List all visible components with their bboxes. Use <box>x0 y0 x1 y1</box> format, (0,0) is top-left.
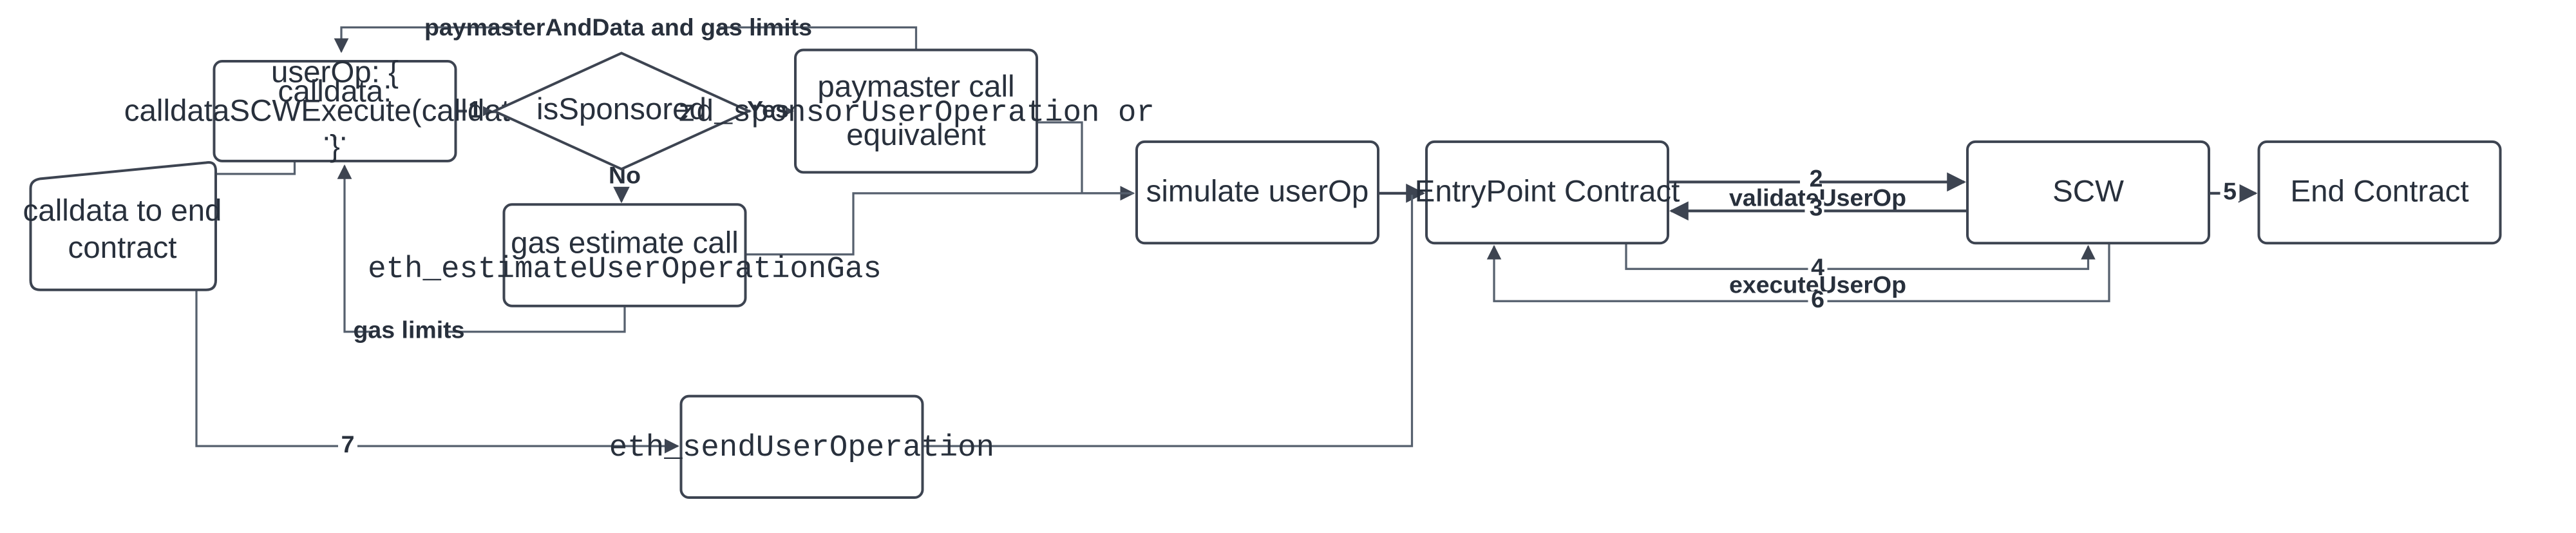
node-eth-send-userop[interactable]: eth_sendUserOperation <box>609 394 994 499</box>
edge-label-5: 5 <box>2223 178 2237 205</box>
node-label-userop-line3: calldataSCWExecute(calldata), <box>124 93 545 128</box>
node-label-userop-line4: ... <box>322 113 348 147</box>
edge-label-7: 7 <box>341 431 355 458</box>
edge-issponsored-yes-to-paymaster: Yes <box>747 95 794 122</box>
edge-scw-to-entrypoint-6: 6 <box>1486 243 2110 313</box>
edge-label-3: 3 <box>1810 194 1823 221</box>
node-label-scw: SCW <box>2052 174 2124 208</box>
edge-paymaster-to-userop: paymasterAndData and gas limits <box>334 14 918 53</box>
node-end-contract[interactable]: End Contract <box>2257 140 2502 245</box>
node-label-calldata-line2: contract <box>68 231 177 265</box>
node-calldata-to-end-contract[interactable]: calldata to end contract <box>23 161 222 291</box>
edge-gasestimate-to-simulate <box>745 186 1135 256</box>
edge-label-yes: Yes <box>747 95 789 122</box>
edge-sendop-to-entrypoint <box>922 195 1414 447</box>
node-gas-estimate-call[interactable]: gas estimate call eth_estimateUserOperat… <box>368 203 882 307</box>
edge-label-4: 4 <box>1811 253 1824 280</box>
node-label-entrypoint-contract: EntryPoint Contract <box>1415 174 1680 208</box>
node-label-userop-line5: } <box>330 129 340 163</box>
node-paymaster-call[interactable]: paymaster call zd_sponsorUserOperation o… <box>677 48 1155 174</box>
edge-label-1: 1 <box>468 95 482 122</box>
node-label-calldata-line1: calldata to end <box>23 193 222 228</box>
edge-scw-to-entrypoint-3: 3 <box>1669 194 1967 221</box>
node-label-paymaster-line2: zd_sponsorUserOperation or <box>677 95 1155 130</box>
edge-label-gas-limits: gas limits <box>354 316 465 344</box>
node-label-simulate-userop: simulate userOp <box>1146 174 1369 208</box>
edge-label-6: 6 <box>1811 286 1824 313</box>
node-label-paymaster-line3: equivalent <box>846 118 985 152</box>
edge-scw-to-endcontract: 5 <box>2209 178 2258 205</box>
node-label-paymaster-line1: paymaster call <box>817 70 1014 104</box>
edge-gasestimate-to-userop-gaslimits: gas limits <box>337 164 626 344</box>
node-userop[interactable]: userOp: { calldata: calldataSCWExecute(c… <box>124 55 545 163</box>
node-label-end-contract: End Contract <box>2290 174 2468 208</box>
node-is-sponsored[interactable]: isSponsored <box>491 52 752 171</box>
node-label-is-sponsored: isSponsored <box>536 92 706 126</box>
edge-paymaster-to-simulate <box>1037 121 1133 195</box>
node-label-gasestimate-line2: eth_estimateUserOperationGas <box>368 252 882 287</box>
edge-label-2: 2 <box>1810 165 1823 192</box>
edge-label-paymaster-and-data: paymasterAndData and gas limits <box>424 14 812 41</box>
node-label-eth-send-userop: eth_sendUserOperation <box>609 431 994 465</box>
node-label-userop-line2: calldata: <box>278 74 392 108</box>
edge-entrypoint-to-scw-execute: 4 executeUserOp <box>1625 243 2096 298</box>
edge-issponsored-no-to-gasestimate: No <box>607 162 641 204</box>
node-simulate-userop[interactable]: simulate userOp <box>1135 140 1379 245</box>
edge-userop-to-issponsored: 1 <box>455 95 493 122</box>
node-label-gasestimate-line1: gas estimate call <box>511 226 739 260</box>
node-label-userop-line1: userOp: { <box>271 55 399 89</box>
node-scw[interactable]: SCW <box>1966 140 2210 245</box>
node-entrypoint-contract[interactable]: EntryPoint Contract <box>1415 140 1680 245</box>
